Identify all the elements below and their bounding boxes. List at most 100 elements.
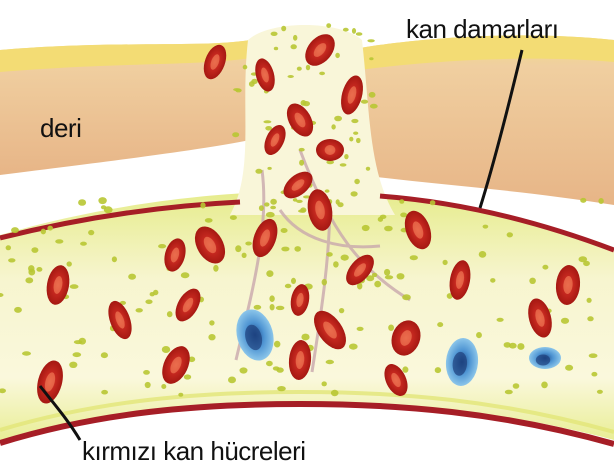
platelet — [242, 253, 247, 258]
platelet — [55, 239, 63, 243]
platelet — [353, 132, 358, 135]
platelet — [331, 124, 335, 129]
platelet — [357, 327, 364, 331]
platelet — [354, 179, 360, 184]
platelet — [281, 247, 289, 252]
platelet — [8, 258, 15, 262]
platelet — [335, 53, 340, 58]
platelet — [541, 382, 548, 389]
platelet — [370, 104, 378, 109]
platelet — [112, 256, 117, 262]
platelet — [437, 322, 443, 327]
platelet — [339, 308, 344, 313]
platelet — [349, 344, 358, 350]
platelet — [285, 284, 292, 288]
platelet — [580, 198, 586, 203]
platelet — [513, 383, 520, 389]
platelet — [340, 163, 347, 166]
platelet — [145, 382, 151, 388]
platelet — [397, 273, 405, 279]
platelet — [184, 374, 191, 379]
platelet — [367, 39, 374, 42]
platelet — [73, 352, 82, 357]
white-blood-cell — [529, 347, 561, 369]
platelet — [266, 212, 275, 218]
platelet — [150, 292, 155, 296]
platelet — [565, 365, 573, 371]
platelet — [598, 198, 603, 204]
platelet — [273, 366, 280, 370]
platelet — [297, 67, 302, 71]
platelet — [205, 218, 213, 223]
platelet — [362, 225, 370, 231]
platelet — [507, 232, 513, 237]
platelet — [326, 23, 331, 28]
platelet — [178, 393, 183, 397]
platelet — [255, 169, 262, 174]
platelet — [167, 311, 173, 317]
platelet — [333, 261, 339, 267]
platelet — [336, 199, 340, 204]
platelet — [88, 230, 94, 235]
platelet — [270, 304, 275, 310]
platelet — [11, 227, 19, 233]
platelet — [31, 247, 38, 253]
platelet — [288, 75, 294, 78]
platelet — [276, 306, 285, 310]
platelet — [28, 265, 34, 272]
platelet — [264, 202, 269, 206]
platelet — [497, 318, 504, 322]
platelet — [228, 377, 236, 384]
label-red-blood-cells: kırmızı kan hücreleri — [82, 436, 306, 466]
platelet — [232, 132, 239, 137]
platelet — [281, 26, 286, 32]
platelet — [490, 278, 495, 283]
platelet — [251, 79, 258, 84]
platelet — [47, 226, 53, 231]
platelet — [14, 307, 22, 313]
platelet — [343, 28, 349, 32]
platelet — [69, 362, 77, 368]
platelet — [325, 189, 330, 192]
platelet — [443, 260, 448, 265]
platelet — [597, 390, 603, 394]
platelet — [281, 228, 288, 233]
platelet — [579, 256, 588, 262]
red-blood-cell — [316, 139, 344, 161]
platelet — [356, 32, 363, 36]
platelet — [291, 44, 297, 49]
platelet — [235, 245, 241, 252]
platelet — [200, 202, 205, 208]
platelet — [402, 294, 411, 300]
platelet — [587, 316, 593, 321]
platelet — [277, 386, 286, 391]
platelet — [341, 255, 349, 261]
platelet — [6, 245, 11, 250]
platelet — [161, 384, 166, 389]
platelet — [162, 346, 170, 353]
platelet — [301, 100, 307, 106]
platelet — [293, 35, 297, 41]
platelet — [509, 343, 517, 349]
platelet — [591, 372, 597, 377]
platelet — [326, 360, 334, 364]
platelet — [98, 197, 106, 204]
platelet — [233, 88, 240, 91]
platelet — [80, 242, 87, 246]
platelet — [384, 226, 393, 232]
platelet — [240, 367, 248, 373]
platelet — [79, 338, 86, 345]
platelet — [299, 160, 304, 166]
platelet — [378, 217, 383, 222]
platelet — [263, 120, 271, 123]
platelet — [101, 390, 108, 395]
platelet — [22, 351, 31, 355]
platelet — [259, 205, 264, 211]
platelet — [70, 284, 79, 289]
platelet — [271, 32, 278, 36]
platelet — [385, 275, 393, 279]
platelet — [270, 206, 276, 210]
platelet — [372, 273, 377, 277]
platelet — [158, 244, 166, 248]
